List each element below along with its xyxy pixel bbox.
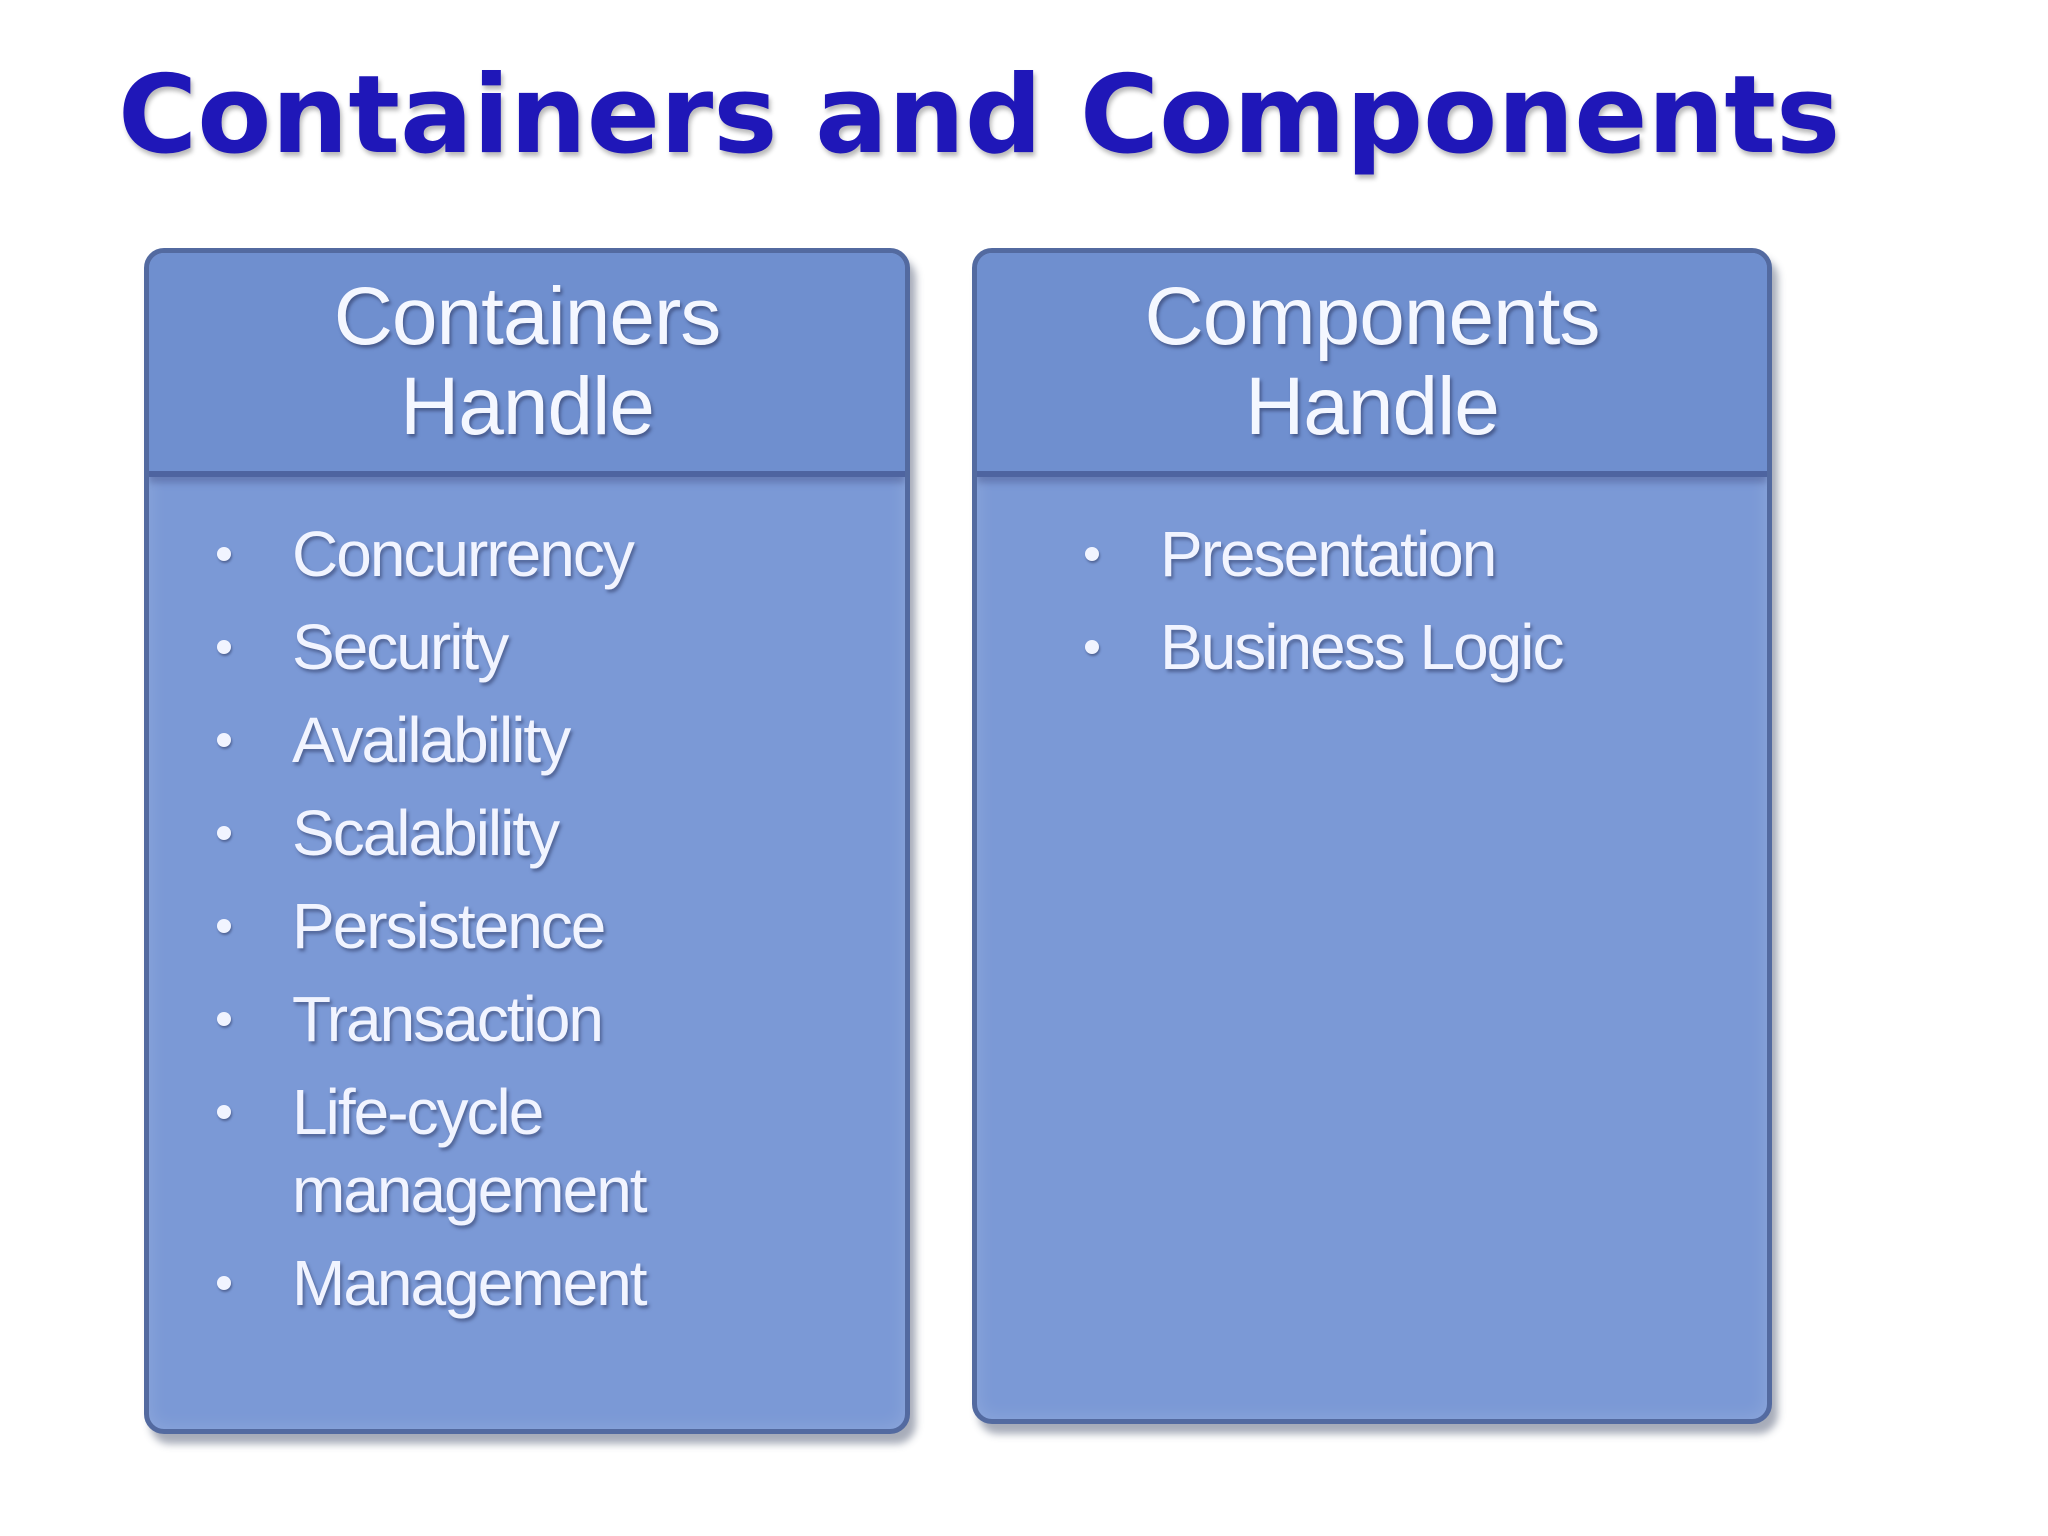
bullet-icon [217, 1105, 231, 1119]
components-panel-heading: Components Handle [1144, 271, 1601, 452]
containers-panel-header: Containers Handle [149, 253, 905, 477]
list-item: Security [149, 608, 852, 686]
list-item: Persistence [149, 887, 852, 965]
list-item-label: Business Logic [1160, 611, 1564, 683]
list-item: Availability [149, 701, 852, 779]
list-item: Business Logic [977, 608, 1760, 686]
list-item-label: Persistence [292, 890, 606, 962]
list-item-label: Security [292, 611, 509, 683]
bullet-icon [217, 1276, 231, 1290]
containers-panel-heading: Containers Handle [333, 271, 722, 452]
list-item-label: Life-cycle management [292, 1076, 648, 1226]
bullet-icon [1085, 640, 1099, 654]
list-item: Scalability [149, 794, 852, 872]
bullet-icon [1085, 547, 1099, 561]
list-item-label: Availability [292, 704, 571, 776]
list-item: Transaction [149, 980, 852, 1058]
containers-list: Concurrency Security Availability Scalab… [149, 515, 905, 1322]
list-item: Concurrency [149, 515, 852, 593]
list-item: Presentation [977, 515, 1760, 593]
bullet-icon [217, 826, 231, 840]
bullet-icon [217, 1012, 231, 1026]
components-panel: Components Handle Presentation Business … [972, 248, 1772, 1424]
components-list: Presentation Business Logic [977, 515, 1767, 686]
list-item-label: Management [292, 1247, 648, 1319]
list-item-label: Scalability [292, 797, 560, 869]
bullet-icon [217, 733, 231, 747]
list-item: Management [149, 1244, 852, 1322]
slide-title: Containers and Components [118, 53, 1841, 178]
list-item: Life-cycle management [149, 1073, 852, 1229]
bullet-icon [217, 547, 231, 561]
containers-panel: Containers Handle Concurrency Security A… [144, 248, 910, 1434]
components-panel-header: Components Handle [977, 253, 1767, 477]
bullet-icon [217, 919, 231, 933]
bullet-icon [217, 640, 231, 654]
list-item-label: Presentation [1160, 518, 1497, 590]
list-item-label: Concurrency [292, 518, 635, 590]
list-item-label: Transaction [292, 983, 604, 1055]
